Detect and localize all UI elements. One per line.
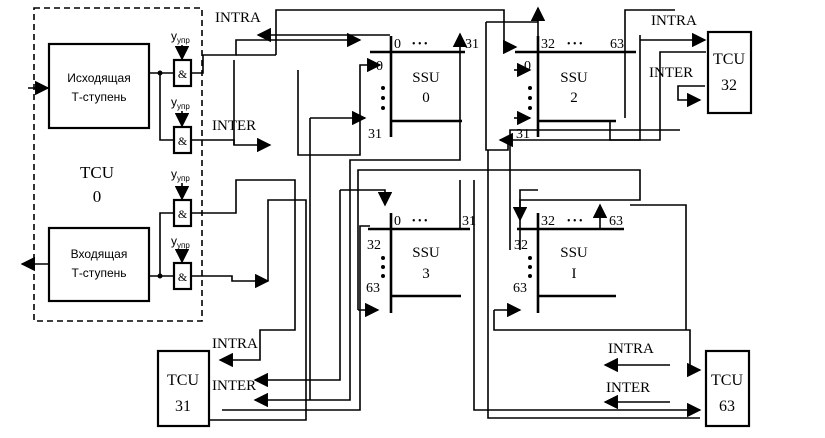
ssu-3-top-first: 0 (394, 214, 401, 229)
svg-text:&: & (178, 134, 188, 148)
ssu-2: SSU 2 32 • • • 63 0 31 (515, 36, 636, 142)
ssu-1-label: SSU (560, 245, 588, 261)
ssu-0-top-first: 0 (394, 37, 401, 52)
control-label-3: уупр (171, 167, 190, 201)
inter-label-tcu32: INTER (649, 65, 693, 81)
ssu-0-top-dots: • • • (412, 39, 428, 50)
ssu-2-label: SSU (560, 70, 588, 86)
ssu-1-number: I (572, 266, 577, 282)
svg-text:&: & (178, 207, 188, 221)
tcu-31-label: TCU (167, 372, 199, 389)
control-label-2: уупр (171, 95, 190, 128)
tcu-63-label: TCU (711, 372, 743, 389)
ssu-1-top-dots: • • • (567, 216, 583, 227)
ssu-3-top-last: 31 (462, 214, 476, 229)
tcu-0-label: TCU (80, 163, 114, 182)
tcu-32-number: 32 (721, 77, 737, 94)
ssu-1: SSU I 32 • • • 63 32 63 (513, 213, 624, 313)
inter-label-tcu31: INTER (212, 378, 256, 394)
and-gate-4: & (172, 261, 193, 291)
svg-text:&: & (178, 270, 188, 284)
svg-text:уупр: уупр (171, 95, 190, 111)
ssu-2-left-first: 0 (524, 59, 531, 74)
svg-text:&: & (178, 67, 188, 81)
ssu-0-left-last: 31 (368, 127, 382, 142)
inter-label-tcu63: INTER (606, 380, 650, 396)
ssu-3-left-last: 63 (366, 281, 380, 296)
ssu-3-number: 3 (422, 266, 430, 282)
ssu-0-label: SSU (412, 70, 440, 86)
and-gate-1: & (172, 58, 193, 88)
outgoing-to-gates-wire (149, 72, 173, 141)
ssu-3-label: SSU (412, 245, 440, 261)
tcu-0-frame (33, 7, 203, 322)
intra-label-tcu0: INTRA (215, 10, 261, 26)
outgoing-t-stage-block (47, 42, 151, 130)
tcu-31-number: 31 (175, 398, 191, 415)
incoming-t-stage-block (47, 226, 151, 303)
intra-label-tcu31: INTRA (212, 336, 258, 352)
gates-to-incoming-wire (150, 212, 173, 277)
ssu-2-number: 2 (570, 90, 578, 106)
ssu-1-left-last: 63 (513, 281, 527, 296)
ssu-3-top-dots: • • • (412, 216, 428, 227)
tcu-0-number: 0 (93, 187, 102, 206)
ssu-0: SSU 0 0 • • • 31 0 31 (368, 36, 479, 142)
outgoing-t-stage-line1: Исходящая (67, 71, 130, 85)
tcu-63: TCU 63 INTRA INTER (606, 341, 751, 428)
ssu-0-top-last: 31 (465, 37, 479, 52)
ssu-1-left-first: 32 (514, 238, 528, 253)
ssu-2-top-first: 32 (541, 37, 555, 52)
ssu-1-top-first: 32 (541, 214, 555, 229)
svg-text:уупр: уупр (171, 234, 190, 250)
tcu-0-unit: TCU 0 Исходящая Т-ступень Входящая Т-сту… (20, 7, 203, 322)
ssu-3-left-first: 32 (367, 238, 381, 253)
ssu-0-left-first: 0 (376, 59, 383, 74)
ssu-2-top-dots: • • • (567, 39, 583, 50)
ssu-1-top-last: 63 (609, 214, 623, 229)
outgoing-t-stage-line2: Т-ступень (71, 90, 126, 104)
control-label-1: уупр (171, 29, 190, 61)
and-gate-3: & (172, 198, 193, 228)
svg-text:уупр: уупр (171, 29, 190, 45)
incoming-t-stage-line2: Т-ступень (71, 266, 126, 280)
tcu-63-number: 63 (719, 398, 735, 415)
intra-label-tcu32: INTRA (651, 13, 697, 29)
tcu-32-label: TCU (713, 51, 745, 68)
intra-label-tcu63: INTRA (608, 341, 654, 357)
tcu-31: TCU 31 INTRA INTER (156, 336, 258, 428)
control-label-4: уупр (171, 234, 190, 264)
interconnect-wiring (191, 6, 707, 421)
incoming-t-stage-line1: Входящая (71, 247, 128, 261)
and-gate-2: & (172, 125, 193, 155)
ssu-2-top-last: 63 (610, 37, 624, 52)
tcu-32: TCU 32 INTRA INTER (649, 13, 753, 115)
ssu-3: SSU 3 0 • • • 31 32 63 (366, 213, 476, 313)
svg-text:уупр: уупр (171, 167, 190, 183)
ssu-0-number: 0 (422, 90, 430, 106)
